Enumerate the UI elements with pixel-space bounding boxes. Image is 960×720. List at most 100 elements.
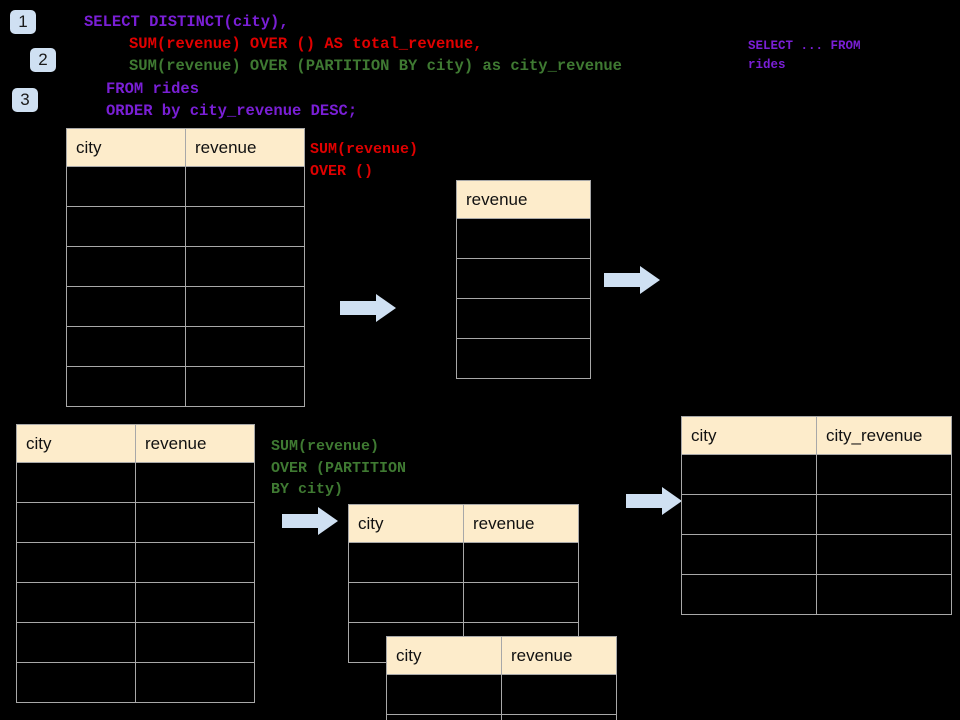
step-badge-3: 3	[12, 88, 38, 112]
table-header-row: city revenue	[386, 636, 617, 675]
column-header-city: city	[348, 504, 464, 543]
sql-line-total-revenue: SUM(revenue) OVER () AS total_revenue,	[129, 35, 483, 53]
column-header-revenue: revenue	[135, 424, 255, 463]
table-row	[16, 542, 255, 583]
cell-revenue	[185, 246, 305, 287]
table-row	[16, 662, 255, 703]
arrow-total-to-result-icon	[604, 264, 660, 296]
sql-line-order-by: ORDER by city_revenue DESC;	[106, 102, 358, 120]
table-row	[456, 218, 591, 259]
sql-line-from: FROM rides	[106, 80, 200, 98]
cell-revenue	[185, 206, 305, 247]
table-header-row: city revenue	[348, 504, 579, 543]
table-rides-source-top: city revenue	[66, 128, 305, 407]
table-partition-group-front: city revenue	[386, 636, 617, 720]
arrow-source-to-total-icon	[340, 292, 396, 324]
table-header-row: city revenue	[66, 128, 305, 167]
cell-city	[66, 166, 186, 207]
cell-city-revenue	[816, 534, 952, 575]
column-header-city-revenue: city_revenue	[816, 416, 952, 455]
cell-city-revenue	[816, 454, 952, 495]
cell-revenue	[185, 326, 305, 367]
table-row	[16, 462, 255, 503]
cell-revenue	[185, 166, 305, 207]
cell-revenue	[501, 674, 617, 715]
cell-revenue	[456, 218, 591, 259]
cell-city	[681, 454, 817, 495]
table-row	[386, 714, 617, 720]
cell-city	[386, 674, 502, 715]
column-header-city: city	[386, 636, 502, 675]
table-row	[16, 622, 255, 663]
cell-revenue	[185, 366, 305, 407]
cell-city	[66, 326, 186, 367]
table-row	[66, 166, 305, 207]
table-total-revenue: revenue	[456, 180, 591, 379]
cell-city-revenue	[816, 574, 952, 615]
table-row	[681, 494, 952, 535]
annotation-total-revenue: SUM(revenue) OVER ()	[310, 141, 419, 180]
table-row	[66, 246, 305, 287]
cell-revenue	[463, 582, 579, 623]
cell-city	[66, 246, 186, 287]
column-header-revenue: revenue	[456, 180, 591, 219]
table-row	[456, 298, 591, 339]
table-row	[681, 454, 952, 495]
cell-city	[66, 206, 186, 247]
table-header-row: city city_revenue	[681, 416, 952, 455]
cell-revenue	[135, 542, 255, 583]
sql-line-select-distinct: SELECT DISTINCT(city),	[84, 13, 289, 31]
column-header-city: city	[16, 424, 136, 463]
annotation-city-revenue: SUM(revenue) OVER (PARTITION BY city)	[271, 438, 407, 498]
cell-city	[16, 582, 136, 623]
cell-city	[66, 286, 186, 327]
table-row	[348, 582, 579, 623]
cell-city	[681, 494, 817, 535]
cell-city	[681, 574, 817, 615]
table-row	[386, 674, 617, 715]
table-header-row: revenue	[456, 180, 591, 219]
table-row	[66, 206, 305, 247]
cell-city	[681, 534, 817, 575]
table-rides-source-bottom: city revenue	[16, 424, 255, 703]
cell-city	[348, 582, 464, 623]
cell-revenue	[135, 502, 255, 543]
column-header-revenue: revenue	[185, 128, 305, 167]
step-badge-1: 1	[10, 10, 36, 34]
table-row	[681, 534, 952, 575]
cell-city	[66, 366, 186, 407]
cell-city	[386, 714, 502, 720]
table-row	[456, 258, 591, 299]
cell-city	[16, 542, 136, 583]
cell-revenue	[185, 286, 305, 327]
column-header-city: city	[681, 416, 817, 455]
table-row	[681, 574, 952, 615]
column-header-city: city	[66, 128, 186, 167]
cell-city	[348, 542, 464, 583]
table-header-row: city revenue	[16, 424, 255, 463]
table-row	[16, 582, 255, 623]
arrow-source-to-partition-icon	[282, 505, 338, 537]
cell-revenue	[135, 662, 255, 703]
cell-revenue	[456, 338, 591, 379]
cell-city	[16, 502, 136, 543]
cell-revenue	[135, 622, 255, 663]
annotation-source-select: SELECT ... FROM rides	[748, 39, 861, 72]
cell-city	[16, 462, 136, 503]
step-badge-2: 2	[30, 48, 56, 72]
table-row	[456, 338, 591, 379]
arrow-partition-to-result-icon	[626, 485, 682, 517]
cell-revenue	[135, 582, 255, 623]
cell-revenue	[456, 258, 591, 299]
column-header-revenue: revenue	[463, 504, 579, 543]
table-row	[16, 502, 255, 543]
table-final-result: city city_revenue	[681, 416, 952, 615]
table-row	[348, 542, 579, 583]
cell-revenue	[501, 714, 617, 720]
table-row	[66, 326, 305, 367]
cell-revenue	[456, 298, 591, 339]
cell-city-revenue	[816, 494, 952, 535]
table-row	[66, 366, 305, 407]
cell-revenue	[135, 462, 255, 503]
